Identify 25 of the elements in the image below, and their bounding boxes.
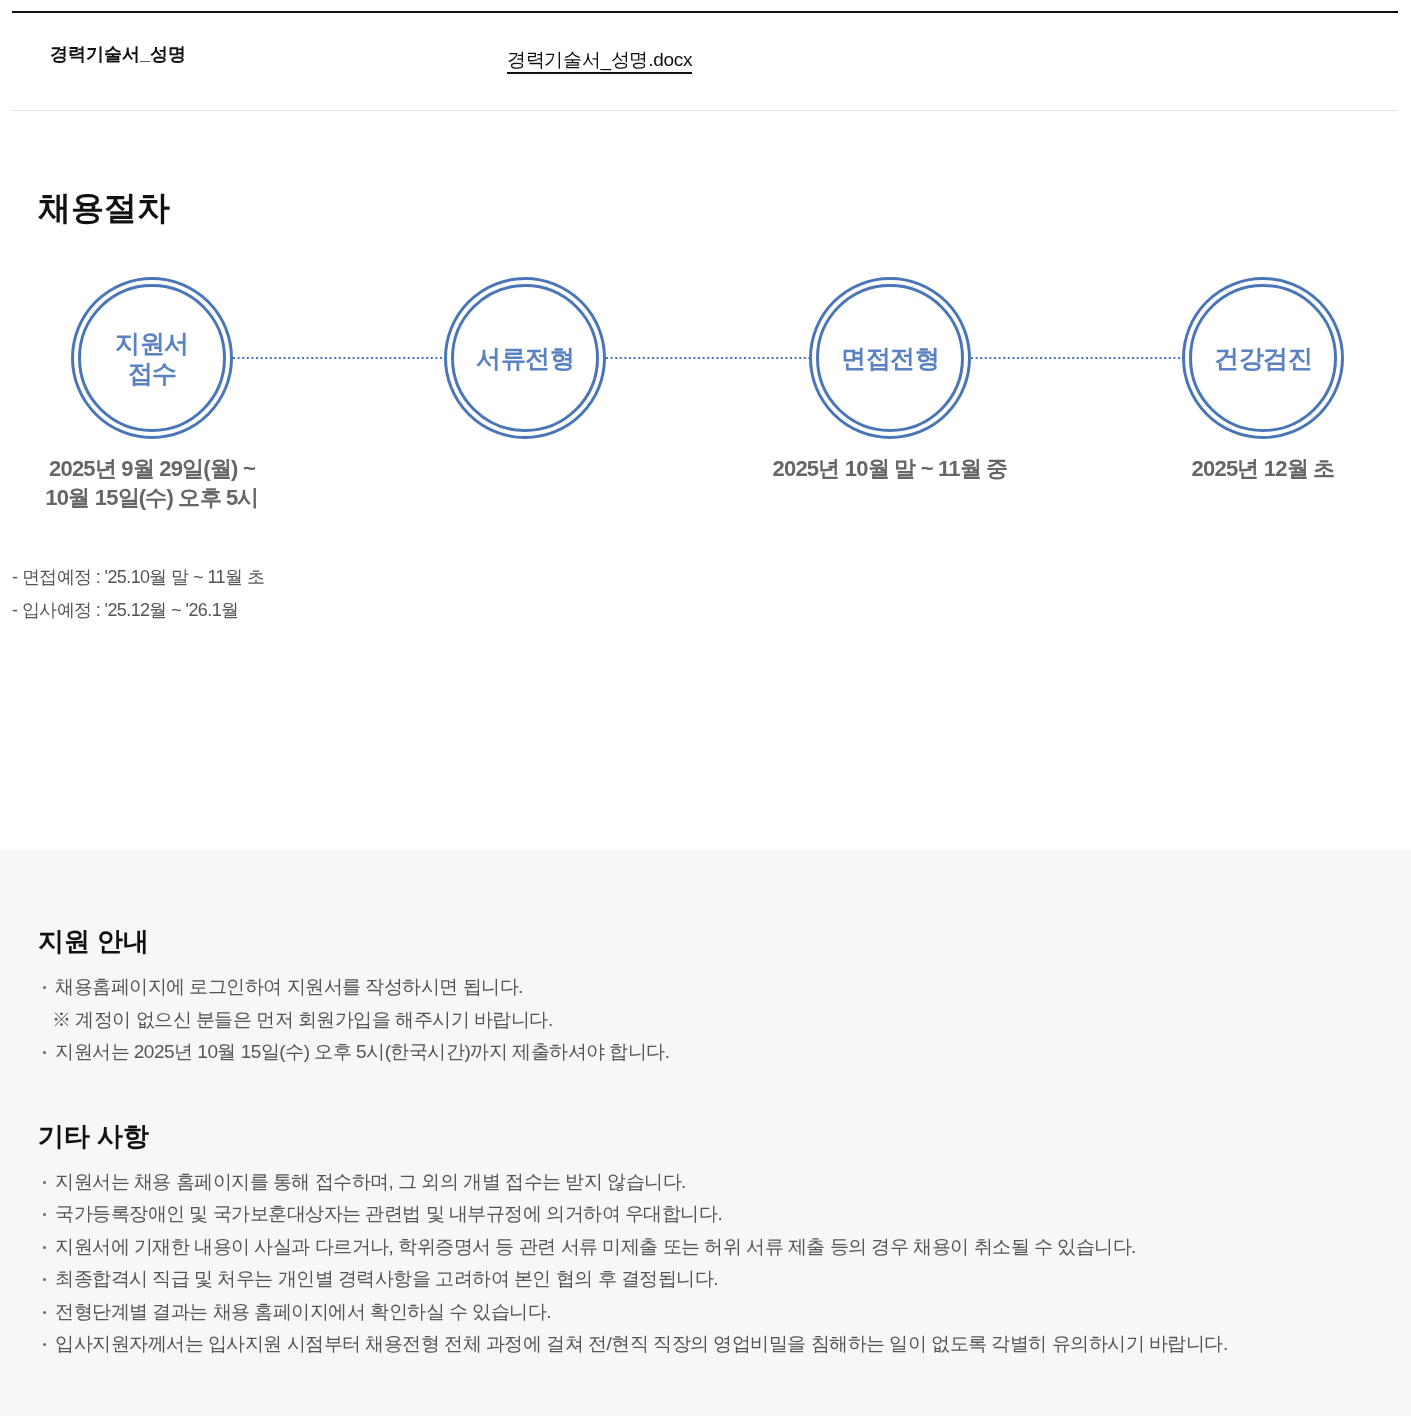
step-label: 지원서 접수 — [114, 328, 190, 388]
section-title: 채용절차 — [38, 188, 170, 228]
section-heading: 지원 안내 — [38, 925, 150, 958]
date-text: 2025년 9월 29일(월) ~ 10월 15일(수) 오후 5시 — [44, 455, 260, 512]
file-download-link: 경력기술서_성명.docx — [507, 48, 693, 74]
bullet-text: 채용홈페이지에 로그인하여 지원서를 작성하시면 됩니다. — [55, 975, 523, 999]
date-text: 2025년 10월 말 ~ 11월 중 — [771, 455, 1009, 483]
file-title: 경력기술서_성명 — [50, 43, 186, 66]
bullet-text: 최종합격시 직급 및 처우는 개인별 경력사항을 고려하여 본인 협의 후 결정됩니다. — [55, 1267, 719, 1291]
dotted-connector — [970, 357, 1183, 359]
dotted-connector — [232, 357, 445, 359]
bullet-text: 국가등록장애인 및 국가보훈대상자는 관련법 및 내부규정에 의거하여 우대합니다. — [55, 1202, 723, 1226]
schedule-note: - 면접예정 : '25.10월 말 ~ 11월 초 — [12, 566, 265, 589]
bullet-text: 입사지원자께서는 입사지원 시점부터 채용전형 전체 과정에 걸쳐 전/현직 직장의 영업비밀을 침해하는 일이 없도록 각별히 유의하시기 바랍니다. — [55, 1332, 1228, 1356]
date-text: 2025년 12월 초 — [1190, 455, 1336, 483]
bullet-text: 지원서는 2025년 10월 15일(수) 오후 5시(한국시간)까지 제출하셔야 합니다. — [55, 1040, 670, 1064]
note-text: ※ 계정이 없으신 분들은 먼저 회원가입을 해주시기 바랍니다. — [52, 1008, 553, 1032]
step-label: 서류전형 — [476, 343, 574, 373]
bullet-text: 지원서에 기재한 내용이 사실과 다르거나, 학위증명서 등 관련 서류 미제출 또는 허위 서류 제출 등의 경우 채용이 취소될 수 있습니다. — [55, 1235, 1136, 1259]
bullet-text: 지원서는 채용 홈페이지를 통해 접수하며, 그 외의 개별 접수는 받지 않습니다. — [55, 1170, 686, 1194]
step-label: 면접전형 — [841, 343, 939, 373]
step-label: 건강검진 — [1214, 343, 1312, 373]
bullet-text: 전형단계별 결과는 채용 홈페이지에서 확인하실 수 있습니다. — [55, 1300, 551, 1324]
section-heading: 기타 사항 — [38, 1120, 150, 1153]
schedule-note: - 입사예정 : '25.12월 ~ '26.1월 — [12, 599, 239, 622]
